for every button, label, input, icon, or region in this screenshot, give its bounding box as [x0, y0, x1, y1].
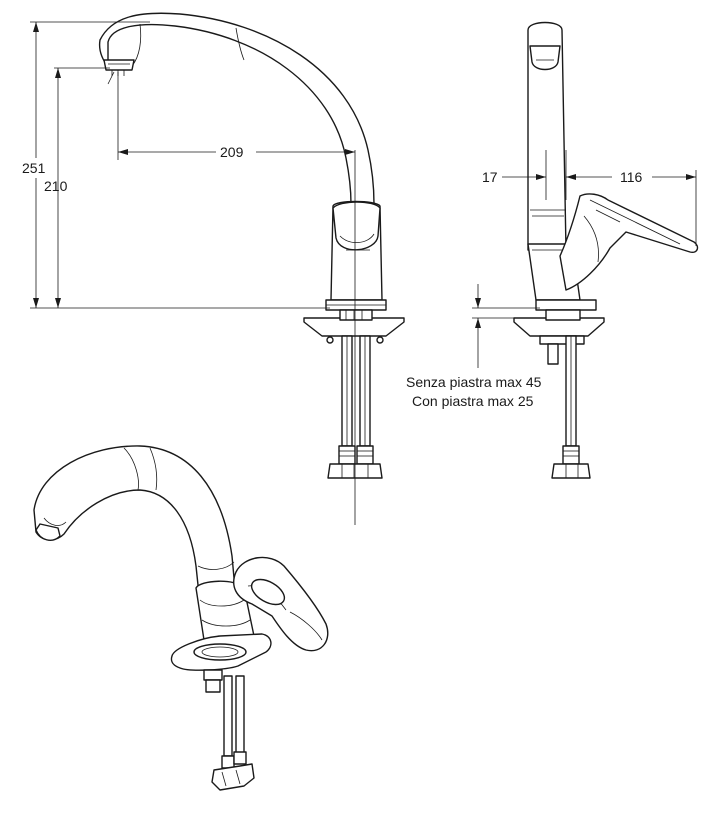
note-without-plate: Senza piastra max 45 — [406, 374, 542, 390]
dim-total-height: 251 — [22, 160, 46, 176]
dim-body-width: 17 — [482, 169, 498, 185]
side-view: 17 116 Senza piastra max 45 Con piastra … — [406, 21, 699, 479]
front-aerator — [103, 59, 135, 71]
perspective-view — [33, 445, 329, 791]
side-hose-fitting — [551, 445, 591, 479]
side-spout — [527, 21, 567, 251]
front-handle — [332, 201, 381, 251]
side-lever — [559, 193, 699, 291]
front-dimensions — [30, 21, 355, 309]
dim-lever-reach: 116 — [620, 169, 643, 185]
note-with-plate: Con piastra max 25 — [412, 393, 534, 409]
dim-spout-height: 210 — [44, 178, 68, 194]
front-mounting-plate — [303, 317, 405, 337]
persp-spout — [33, 445, 237, 605]
side-base-ring — [535, 299, 597, 311]
front-spout-band — [235, 27, 245, 61]
persp-hose-fittings — [211, 751, 255, 791]
side-mounting-plate — [513, 317, 605, 337]
dim-spout-reach: 209 — [220, 144, 244, 160]
front-view: 251 210 209 — [6, 12, 405, 525]
side-dimensions — [472, 150, 697, 368]
persp-hose-right — [235, 675, 245, 757]
persp-hose-left — [223, 675, 233, 757]
